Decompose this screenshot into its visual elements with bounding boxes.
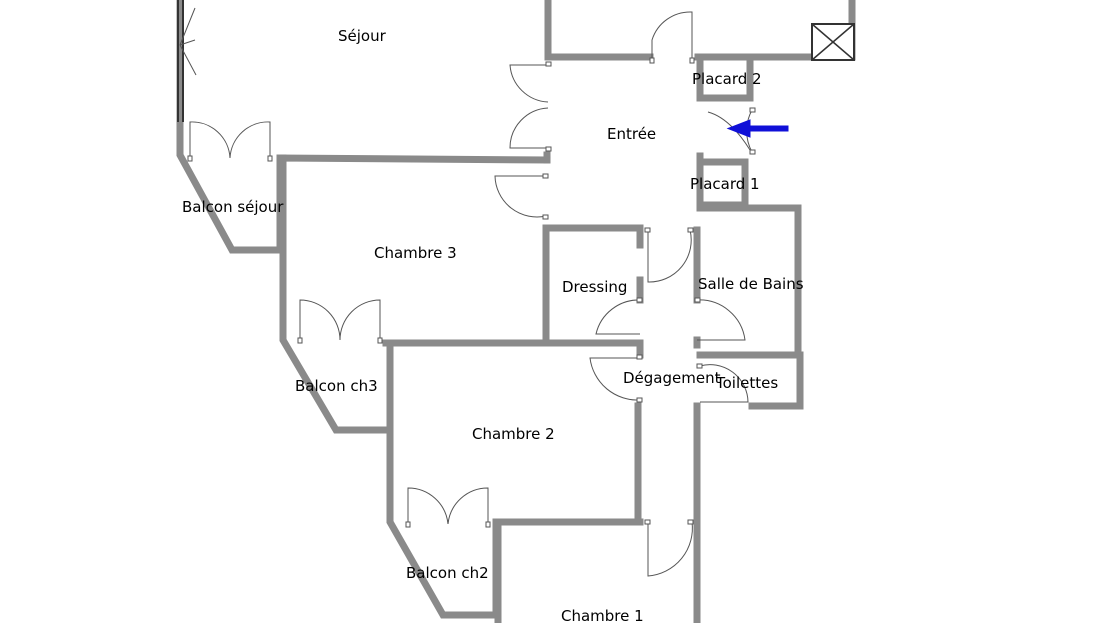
sejour-window [177, 0, 197, 122]
shaft-cross-icon [811, 23, 855, 61]
label-degagement: Dégagement [623, 369, 721, 387]
label-balcon-ch2: Balcon ch2 [406, 564, 489, 582]
label-sejour: Séjour [338, 27, 387, 45]
label-chambre1: Chambre 1 [561, 607, 644, 623]
entrance-arrow-icon [726, 119, 789, 138]
label-toilettes: Toilettes [715, 374, 778, 392]
label-balcon-ch3: Balcon ch3 [295, 377, 378, 395]
label-chambre2: Chambre 2 [472, 425, 555, 443]
label-dressing: Dressing [562, 278, 627, 296]
label-entree: Entrée [607, 125, 656, 143]
room-labels: Séjour Entrée Placard 2 Placard 1 Balcon… [182, 27, 804, 623]
label-chambre3: Chambre 3 [374, 244, 457, 262]
walls [176, 0, 856, 623]
label-placard2: Placard 2 [692, 70, 762, 88]
label-balcon-sejour: Balcon séjour [182, 198, 284, 216]
label-salle-de-bains: Salle de Bains [698, 275, 804, 293]
doors [187, 11, 756, 577]
label-placard1: Placard 1 [690, 175, 760, 193]
